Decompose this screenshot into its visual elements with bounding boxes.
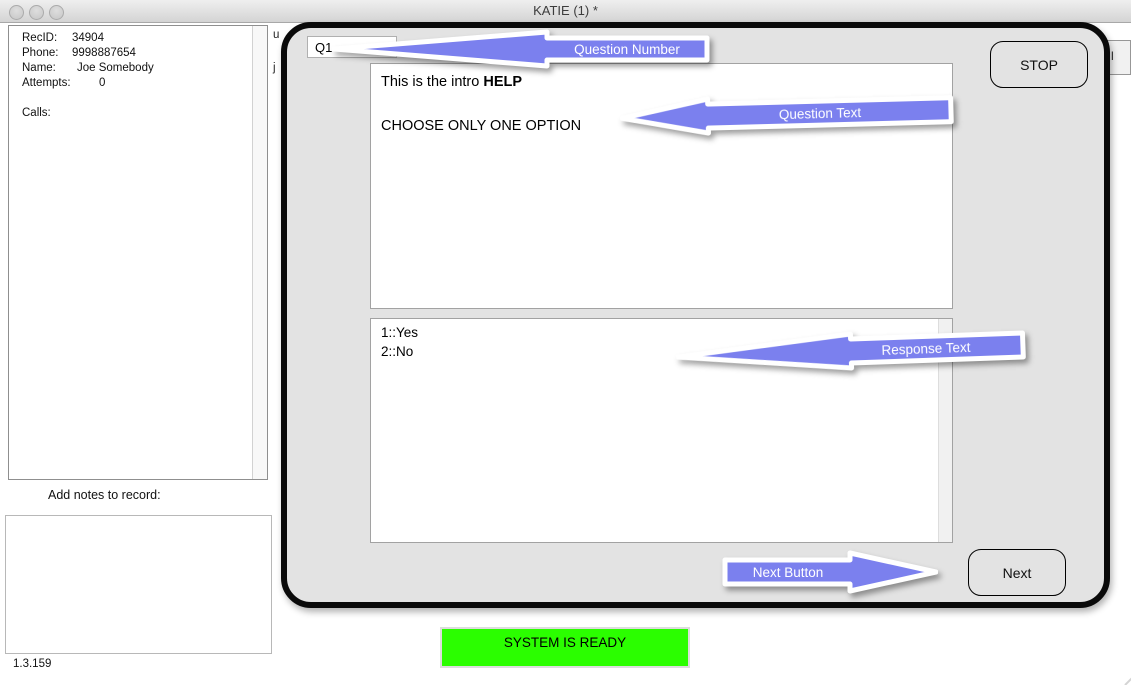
response-option-1[interactable]: 1::Yes (381, 325, 419, 340)
phone-label: Phone: (22, 47, 59, 59)
response-text-arrow-label: Response Text (881, 340, 971, 358)
next-button-arrow-label: Next Button (753, 565, 824, 580)
response-option-2[interactable]: 2::No (381, 343, 414, 359)
notes-input[interactable] (5, 515, 272, 654)
question-number-arrow: Question Number (332, 29, 710, 69)
hidden-text-fragment-bottom: j (273, 62, 276, 74)
name-value: Joe Somebody (77, 62, 154, 74)
resize-grip[interactable] (1117, 670, 1131, 685)
version-label: 1.3.159 (13, 658, 52, 670)
record-calls-row: Calls: (22, 106, 267, 121)
next-button-arrow: Next Button (722, 548, 938, 596)
zoom-button[interactable] (49, 4, 64, 20)
phone-value: 9998887654 (72, 47, 136, 59)
minimize-button[interactable] (29, 4, 44, 20)
recid-label: RecID: (22, 32, 58, 44)
calls-label: Calls: (22, 107, 51, 119)
name-label: Name: (22, 62, 56, 74)
record-panel-scrollbar[interactable] (252, 26, 267, 479)
question-intro-bold: HELP (483, 74, 523, 90)
attempts-label: Attempts: (22, 77, 71, 89)
window-title: KATIE (1) * (533, 3, 598, 18)
next-button[interactable]: Next (968, 549, 1066, 596)
stop-button[interactable]: STOP (990, 41, 1088, 88)
close-button[interactable] (9, 4, 24, 20)
hidden-text-fragment-top: u (273, 29, 280, 41)
response-text-arrow: Response Text (675, 324, 1026, 378)
record-attempts-row: Attempts: 0 (22, 76, 267, 91)
question-number-arrow-label: Question Number (574, 42, 680, 57)
titlebar: KATIE (1) * (0, 0, 1131, 23)
question-text-arrow-label: Question Text (779, 105, 862, 122)
record-phone-row: Phone: 9998887654 (22, 46, 267, 61)
record-info-panel: RecID: 34904 Phone: 9998887654 Name: Joe… (8, 25, 268, 480)
question-text-box: This is the intro HELP CHOOSE ONLY ONE O… (370, 63, 953, 309)
question-intro-text: This is the intro (381, 74, 484, 90)
notes-label: Add notes to record: (48, 488, 161, 502)
response-scrollbar[interactable] (938, 319, 952, 542)
record-recid-row: RecID: 34904 (22, 31, 267, 46)
status-bar: SYSTEM IS READY (440, 627, 690, 668)
recid-value: 34904 (72, 32, 104, 44)
record-name-row: Name: Joe Somebody (22, 61, 267, 76)
question-instruction-line: CHOOSE ONLY ONE OPTION (381, 118, 582, 134)
attempts-value: 0 (99, 77, 106, 89)
question-text-arrow: Question Text (619, 90, 955, 139)
question-intro-line: This is the intro HELP (381, 71, 942, 93)
